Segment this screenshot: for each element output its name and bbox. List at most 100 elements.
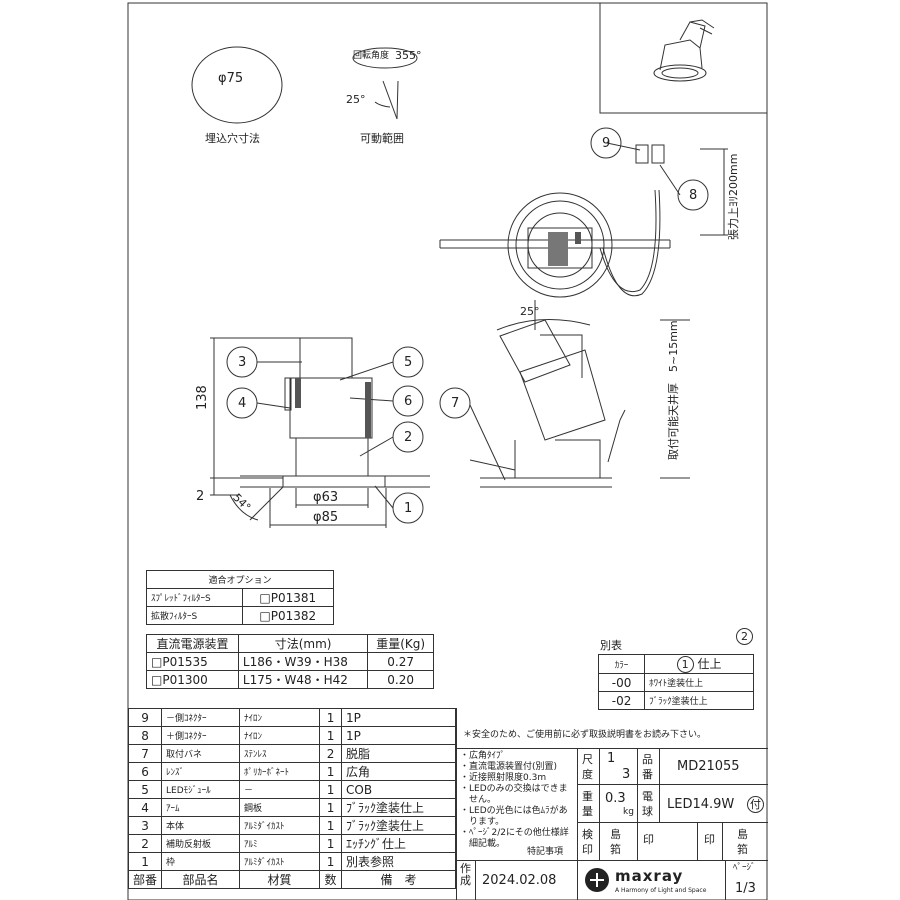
parts-cell: 広角 <box>341 762 456 781</box>
parts-header-row: 部番部品名材質数備 考 <box>127 870 456 889</box>
betsu-code: -02 <box>597 691 646 710</box>
parts-cell: 1 <box>319 834 343 853</box>
note-line: ・直流電源装置付(別置) <box>460 762 558 772</box>
parts-cell: 1 <box>319 726 343 745</box>
parts-cell: － <box>239 780 321 799</box>
note-line: ・広角ﾀｲﾌﾟ <box>460 751 506 761</box>
weight-value: 0.3 <box>605 791 626 806</box>
parts-cell: 1 <box>319 780 343 799</box>
part-no-label: 品番 <box>642 753 653 781</box>
options-table: 適合オプション ｽﾌﾟﾚｯﾄﾞﾌｨﾙﾀｰS□P01381 拡散ﾌｨﾙﾀｰS□P0… <box>146 570 335 625</box>
brand-logo <box>585 868 609 892</box>
page-label: ﾍﾟｰｼﾞ <box>733 863 756 873</box>
parts-cell: 6 <box>127 762 163 781</box>
parts-cell: 3 <box>127 816 163 835</box>
hole-circle <box>191 46 283 124</box>
options-name: 拡散ﾌｨﾙﾀｰS <box>146 606 243 625</box>
scale-label: 尺度 <box>582 753 593 781</box>
parts-cell: 1 <box>319 762 343 781</box>
stamp: 印 <box>643 833 654 846</box>
parts-cell: ＋側ｺﾈｸﾀｰ <box>161 726 241 745</box>
page-number: 1/3 <box>735 881 756 896</box>
scale-a: 1 <box>607 751 616 766</box>
dim-lead: 張力上ﾖﾘ200mm <box>727 153 740 240</box>
rotation-caption: 可動範囲 <box>360 132 404 145</box>
note-line: ・LEDの光色には色ﾑﾗがあ <box>460 806 568 816</box>
parts-cell: －側ｺﾈｸﾀｰ <box>161 708 241 727</box>
check-name: 島筘 <box>610 828 621 856</box>
drawing-frame <box>127 2 768 900</box>
balloon-9: 9 <box>602 136 611 151</box>
weight-unit: kg <box>623 807 634 817</box>
options-name: ｽﾌﾟﾚｯﾄﾞﾌｨﾙﾀｰS <box>146 588 243 607</box>
parts-cell: 4 <box>127 798 163 817</box>
balloon-7: 7 <box>451 396 460 411</box>
parts-header-cell: 部番 <box>127 870 163 889</box>
parts-header-cell: 部品名 <box>161 870 241 889</box>
rotation-label: 回転角度 <box>353 51 390 61</box>
dim-height: 138 <box>195 385 210 410</box>
parts-cell: ﾌﾞﾗｯｸ塗装仕上 <box>341 798 456 817</box>
parts-cell: 1 <box>319 816 343 835</box>
lamp-label: 電球 <box>642 790 653 818</box>
made-label: 作成 <box>460 862 471 887</box>
rotation-tilt: 25° <box>346 93 366 106</box>
balloon-3: 3 <box>238 355 247 370</box>
dim-ceiling: 取付可能天井厚 5~15mm <box>667 320 680 460</box>
betsu-header-color: ｶﾗｰ <box>597 654 646 674</box>
parts-cell: 1P <box>341 708 456 727</box>
balloon-8: 8 <box>689 188 698 203</box>
parts-cell: ｱﾙﾐ <box>239 834 321 853</box>
power-header: 直流電源装置 <box>146 634 239 653</box>
part-no: MD21055 <box>677 759 740 774</box>
parts-header-cell: 材質 <box>239 870 321 889</box>
hole-caption: 埋込穴寸法 <box>205 132 260 145</box>
betsu-finish: ﾎﾜｲﾄ塗装仕上 <box>644 673 754 692</box>
parts-cell: 脱脂 <box>341 744 456 763</box>
parts-cell: 1 <box>319 798 343 817</box>
parts-header-cell: 数 <box>319 870 343 889</box>
parts-cell: ﾌﾞﾗｯｸ塗装仕上 <box>341 816 456 835</box>
power-cell: 0.20 <box>367 670 434 689</box>
parts-cell: ｱﾙﾐﾀﾞｲｶｽﾄ <box>239 816 321 835</box>
parts-cell: 別表参照 <box>341 852 456 871</box>
safety-note: ＊安全のため、ご使用前に必ず取扱説明書をお読み下さい。 <box>463 730 707 740</box>
betsu-finish: ﾌﾞﾗｯｸ塗装仕上 <box>644 691 754 710</box>
power-cell: L175・W48・H42 <box>237 670 369 689</box>
side-view-right <box>469 300 690 488</box>
dim-base: 2 <box>196 489 205 504</box>
stamp-2: 印 <box>704 833 715 846</box>
balloon-6: 6 <box>404 394 413 409</box>
balloon-2: 2 <box>404 430 413 445</box>
betsu-header-mark: 1 <box>676 656 694 673</box>
parts-cell: 補助反射板 <box>161 834 241 853</box>
weight-label: 重量 <box>582 790 593 818</box>
power-cell: □P01300 <box>146 670 239 689</box>
rotation-deg: 355° <box>395 49 422 62</box>
note-line: せん。 <box>460 795 497 805</box>
made-date: 2024.02.08 <box>482 873 557 888</box>
note-line: ・近接照射限度0.3m <box>460 773 547 783</box>
power-cell: □P01535 <box>146 652 239 671</box>
betsu-header-text: 仕上 <box>697 657 722 671</box>
parts-cell: 1 <box>319 852 343 871</box>
parts-cell: ｱﾙﾐﾀﾞｲｶｽﾄ <box>239 852 321 871</box>
note-line: ・ﾍﾟｰｼﾞ2/2にその他仕様詳 <box>460 828 569 838</box>
betsu-header: 1 仕上 <box>644 654 754 674</box>
parts-cell: 1P <box>341 726 456 745</box>
parts-cell: ﾎﾟﾘｶｰﾎﾞﾈｰﾄ <box>239 762 321 781</box>
dim-d63: φ63 <box>313 490 339 505</box>
lamp-value: LED14.9W <box>667 797 735 812</box>
parts-cell: 枠 <box>161 852 241 871</box>
parts-cell: 鋼板 <box>239 798 321 817</box>
options-code: □P01382 <box>241 606 335 625</box>
hole-diameter: φ75 <box>218 71 244 86</box>
power-header: 寸法(mm) <box>237 634 369 653</box>
parts-cell: ｽﾃﾝﾚｽ <box>239 744 321 763</box>
power-cell: L186・W39・H38 <box>237 652 369 671</box>
